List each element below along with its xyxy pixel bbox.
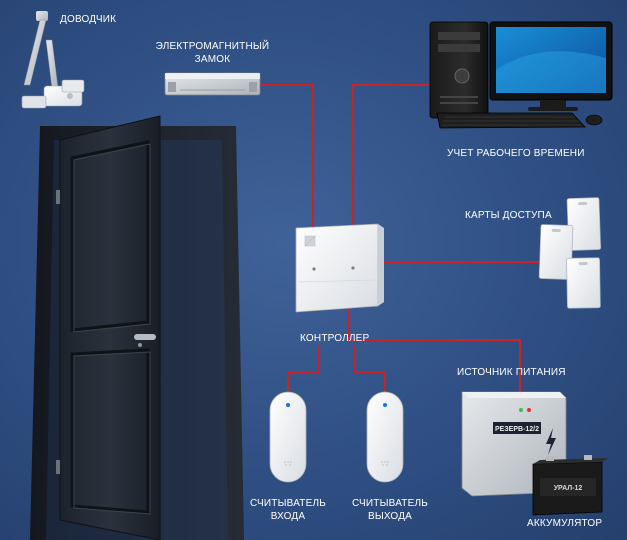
wire-lock-to-controller	[260, 84, 314, 228]
access-cards-icon	[538, 197, 602, 309]
label-door-closer: ДОВОДЧИК	[60, 14, 117, 25]
door-icon	[30, 115, 244, 540]
wire-exit-reader	[354, 345, 386, 392]
computer-icon	[429, 21, 613, 129]
controller-icon	[295, 223, 384, 313]
label-controller: КОНТРОЛЛЕР	[300, 333, 370, 344]
label-time-tracking: УЧЕТ РАБОЧЕГО ВРЕМЕНИ	[447, 148, 585, 159]
battery-icon: УРАЛ-12	[532, 455, 608, 516]
label-battery: АККУМУЛЯТОР	[527, 518, 603, 529]
label-access-cards: КАРТЫ ДОСТУПА	[465, 210, 552, 221]
door-closer-icon	[21, 11, 85, 109]
wire-entry-reader	[287, 345, 319, 392]
label-electromagnetic-lock: ЭЛЕКТРОМАГНИТНЫЙ ЗАМОК	[155, 41, 270, 65]
label-exit-reader: СЧИТЫВАТЕЛЬ ВЫХОДА	[351, 498, 429, 522]
battery-brand-label: УРАЛ-12	[554, 485, 583, 492]
label-power-supply: ИСТОЧНИК ПИТАНИЯ	[457, 367, 566, 378]
wire-psu-to-controller	[347, 310, 521, 392]
label-entry-reader: СЧИТЫВАТЕЛЬ ВХОДА	[249, 498, 327, 522]
exit-reader-icon	[366, 391, 404, 483]
psu-brand-label: РЕЗЕРВ-12/2	[495, 426, 539, 433]
electromagnetic-lock-icon	[164, 72, 261, 96]
entry-reader-icon	[269, 391, 307, 483]
